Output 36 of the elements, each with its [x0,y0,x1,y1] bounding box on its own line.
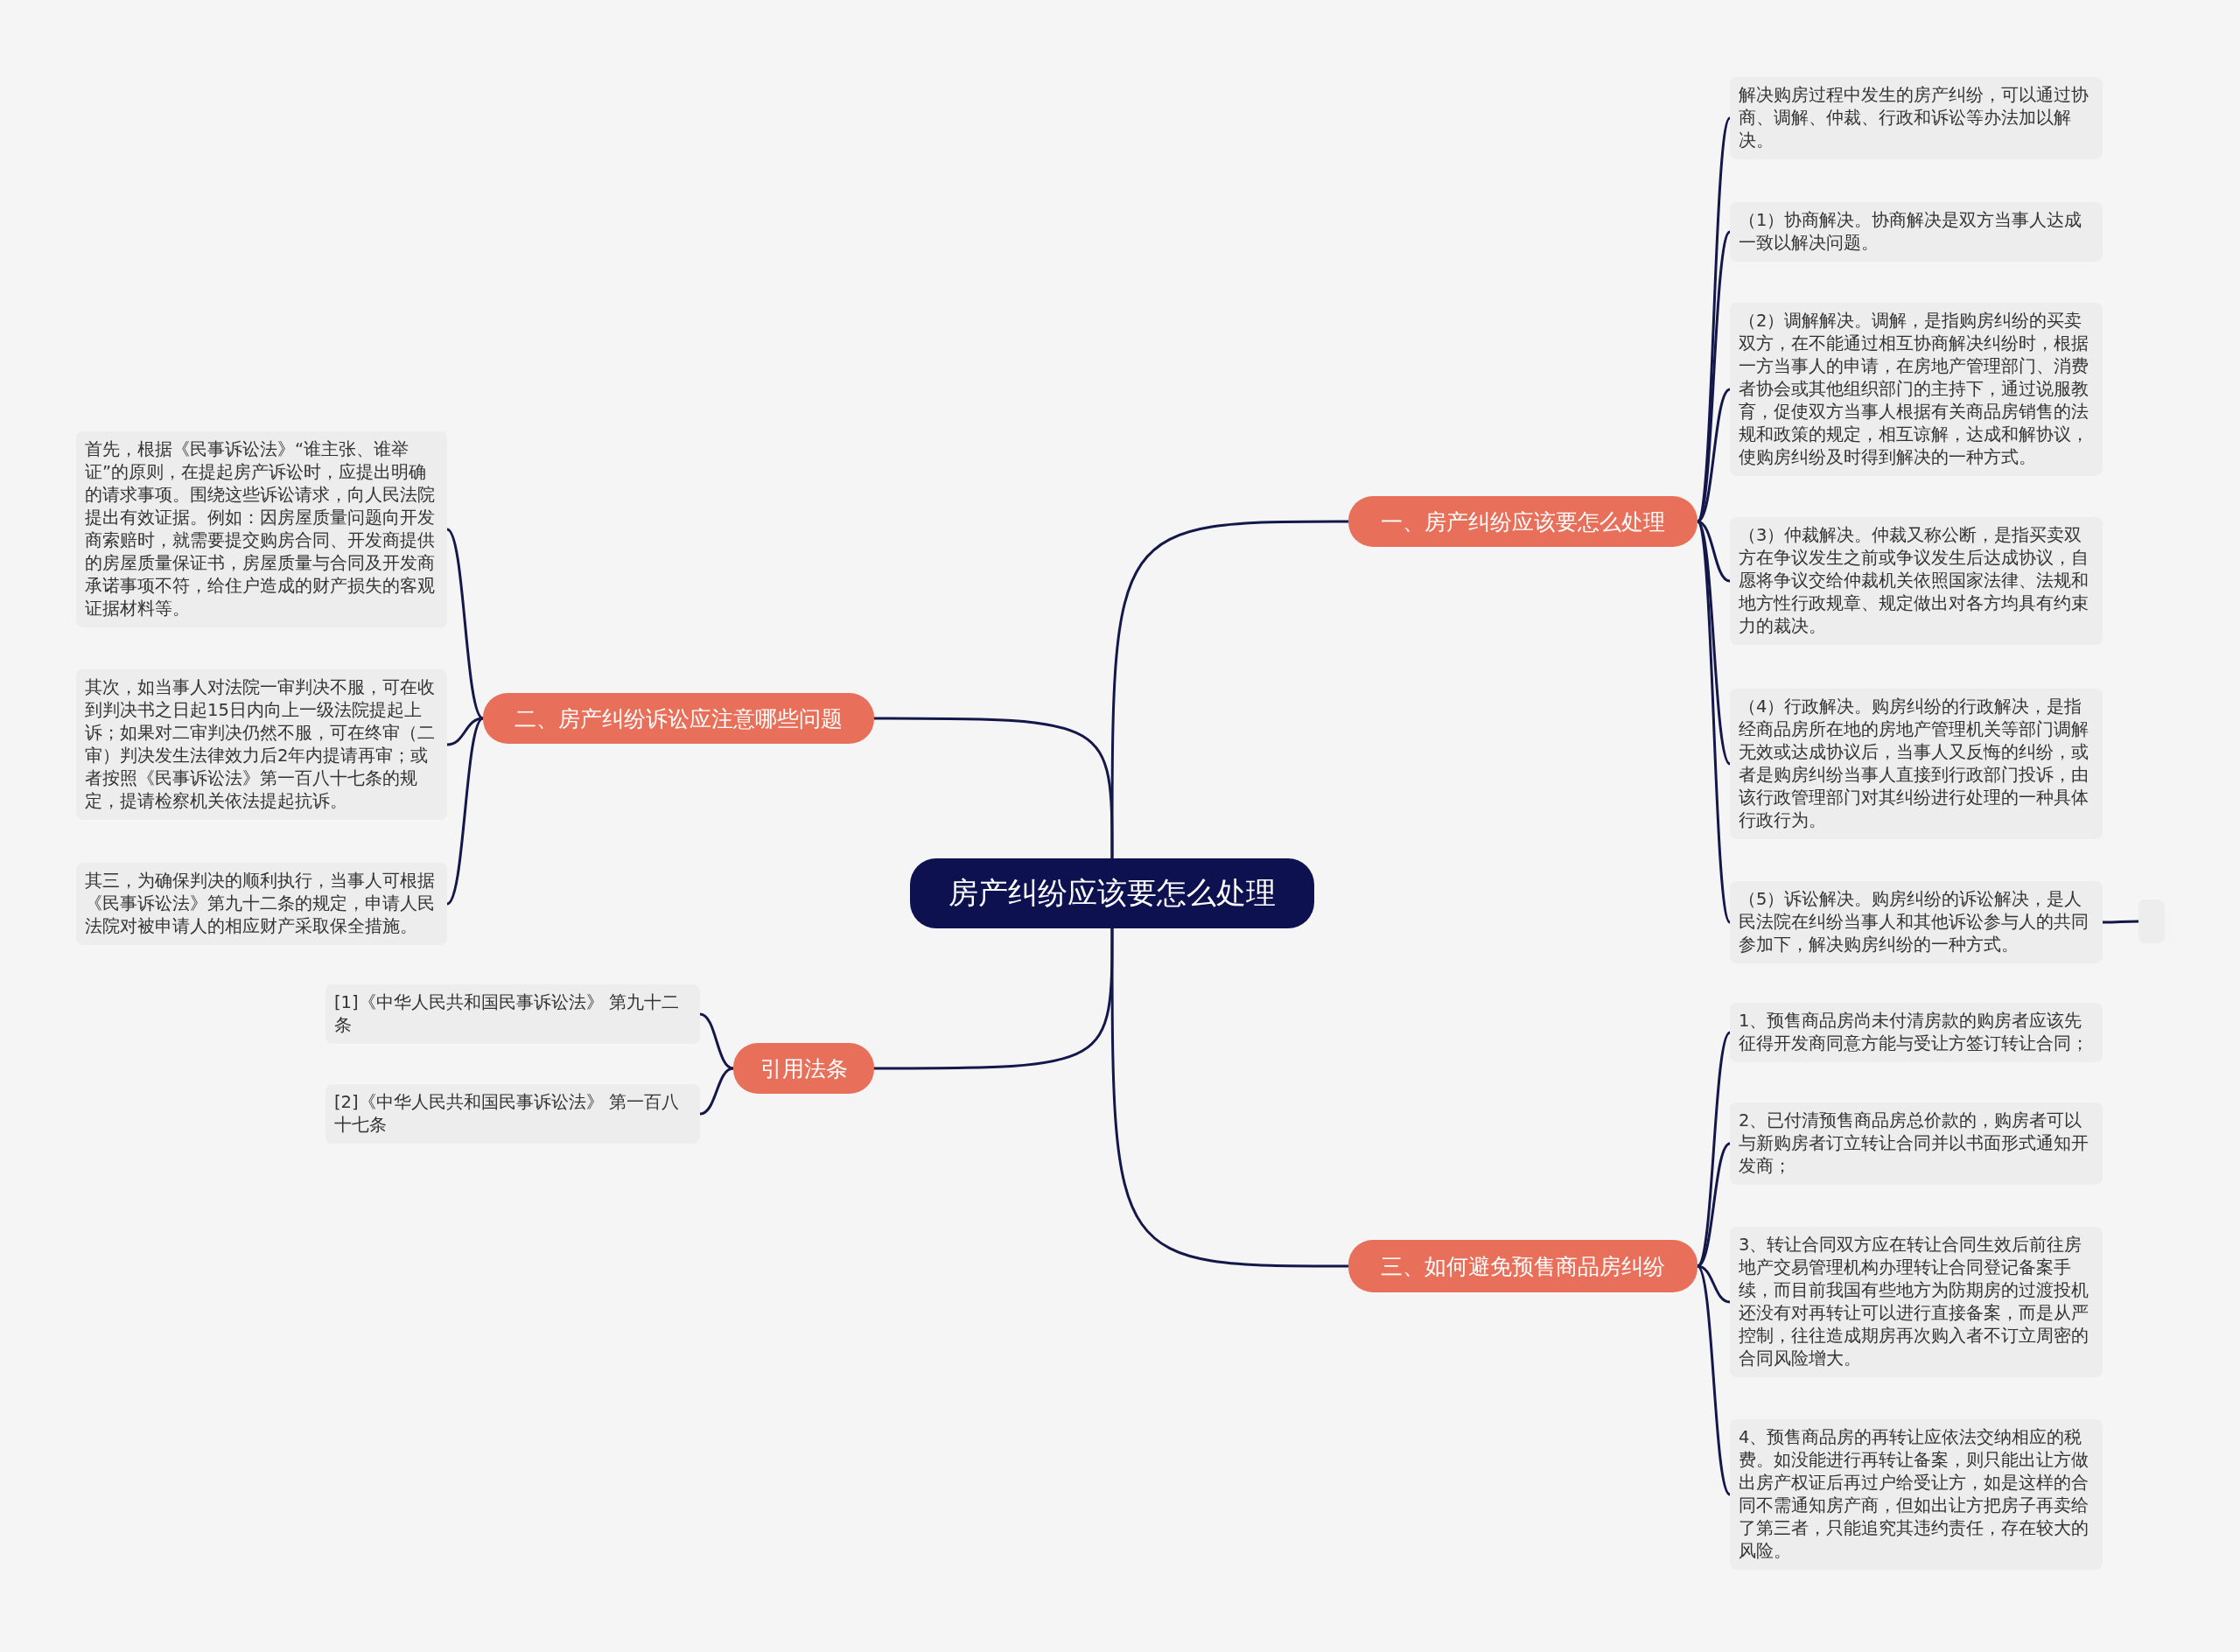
text-card: （5）诉讼解决。购房纠纷的诉讼解决，是人民法院在纠纷当事人和其他诉讼参与人的共同参加下，解决购房纠纷的一种方式。 [1730,881,2103,963]
connector [1696,1265,1732,1495]
connector [874,717,1114,858]
connector [1696,231,1732,522]
connector [1696,521,1732,923]
connector [1697,1264,1731,1304]
branch-topic: 引用法条 [733,1043,874,1094]
connector [699,1012,734,1070]
text-card: 2、已付清预售商品房总价款的，购房者可以与新购房者订立转让合同并以书面形式通知开发商； [1730,1102,2103,1185]
text-card: 1、预售商品房尚未付清房款的购房者应该先征得开发商同意方能与受让方签订转让合同； [1730,1003,2103,1062]
connector [1110,928,1348,1268]
text-card: （4）行政解决。购房纠纷的行政解决，是指经商品房所在地的房地产管理机关等部门调解无效或达成协议后，当事人又反悔的纠纷，或者是购房纠纷当事人直接到行政部门投诉，由该行政管理部门对其纠纷进行处理的一种具体行政行为。 [1730,689,2103,839]
branch-topic: 一、房产纠纷应该要怎么处理 [1348,496,1698,547]
connector [1697,1142,1731,1268]
text-card: 3、转让合同双方应在转让合同生效后前往房地产交易管理机构办理转让合同登记备案手续，而目前我国有些地方为防期房的过渡投机还没有对再转让可以进行直接备案，而是从严控制，往往造成期房再次购入者不订立周密的合同风险增大。 [1730,1227,2103,1377]
connector [1110,520,1348,858]
text-card: 首先，根据《民事诉讼法》“谁主张、谁举证”的原则，在提起房产诉讼时，应提出明确的请求事项。围绕这些诉讼请求，向人民法院提出有效证据。例如：因房屋质量问题向开发商索赔时，就需要提交购房合同、开发商提供的房屋质量保证书，房屋质量与合同及开发商承诺事项不符，给住户造成的财产损失的客观证据材料等。 [76,431,447,627]
text-card: 4、预售商品房的再转让应依法交纳相应的税费。如没能进行再转让备案，则只能出让方做出房产权证后再过户给受让方，如是这样的合同不需通知房产商，但如出让方把房子再卖给了第三者，只能追究其违约责任，存在较大的风险。 [1730,1419,2103,1570]
text-card: [2]《中华人民共和国民事诉讼法》 第一百八十七条 [326,1084,700,1144]
empty-card [2138,900,2165,943]
text-card: 其次，如当事人对法院一审判决不服，可在收到判决书之日起15日内向上一级法院提起上诉；如果对二审判决仍然不服，可在终审（二审）判决发生法律效力后2年内提请再审；或者按照《民事诉讼法》第一百八十七条的规定，提请检察机关依法提起抗诉。 [76,669,447,820]
text-card: （3）仲裁解决。仲裁又称公断，是指买卖双方在争议发生之前或争议发生后达成协议，自愿将争议交给仲裁机关依照国家法律、法规和地方性行政规章、规定做出对各方均具有约束力的裁决。 [1730,517,2103,645]
text-card: （1）协商解决。协商解决是双方当事人达成一致以解决问题。 [1730,202,2103,262]
text-card: 其三，为确保判决的顺利执行，当事人可根据《民事诉讼法》第九十二条的规定，申请人民法院对被申请人的相应财产采取保全措施。 [76,863,447,945]
connector [699,1067,734,1116]
connector [874,928,1114,1070]
connector [2103,920,2138,924]
text-card: [1]《中华人民共和国民事诉讼法》 第九十二条 [326,984,700,1044]
branch-topic: 二、房产纠纷诉讼应注意哪些问题 [483,693,874,744]
central-topic: 房产纠纷应该要怎么处理 [910,858,1314,928]
connector [446,528,484,720]
connector [1696,1032,1732,1267]
branch-topic: 三、如何避免预售商品房纠纷 [1348,1240,1698,1292]
text-card: （2）调解解决。调解，是指购房纠纷的买卖双方，在不能通过相互协商解决纠纷时，根据一方当事人的申请，在房地产管理部门、消费者协会或其他组织部门的主持下，通过说服教育，促使双方当事人根据有关商品房销售的法规和政策的规定，相互谅解，达成和解协议，使购房纠纷及时得到解决的一种方式。 [1730,303,2103,476]
connector [446,717,484,906]
text-card: 解决购房过程中发生的房产纠纷，可以通过协商、调解、仲裁、行政和诉讼等办法加以解决。 [1730,77,2103,159]
